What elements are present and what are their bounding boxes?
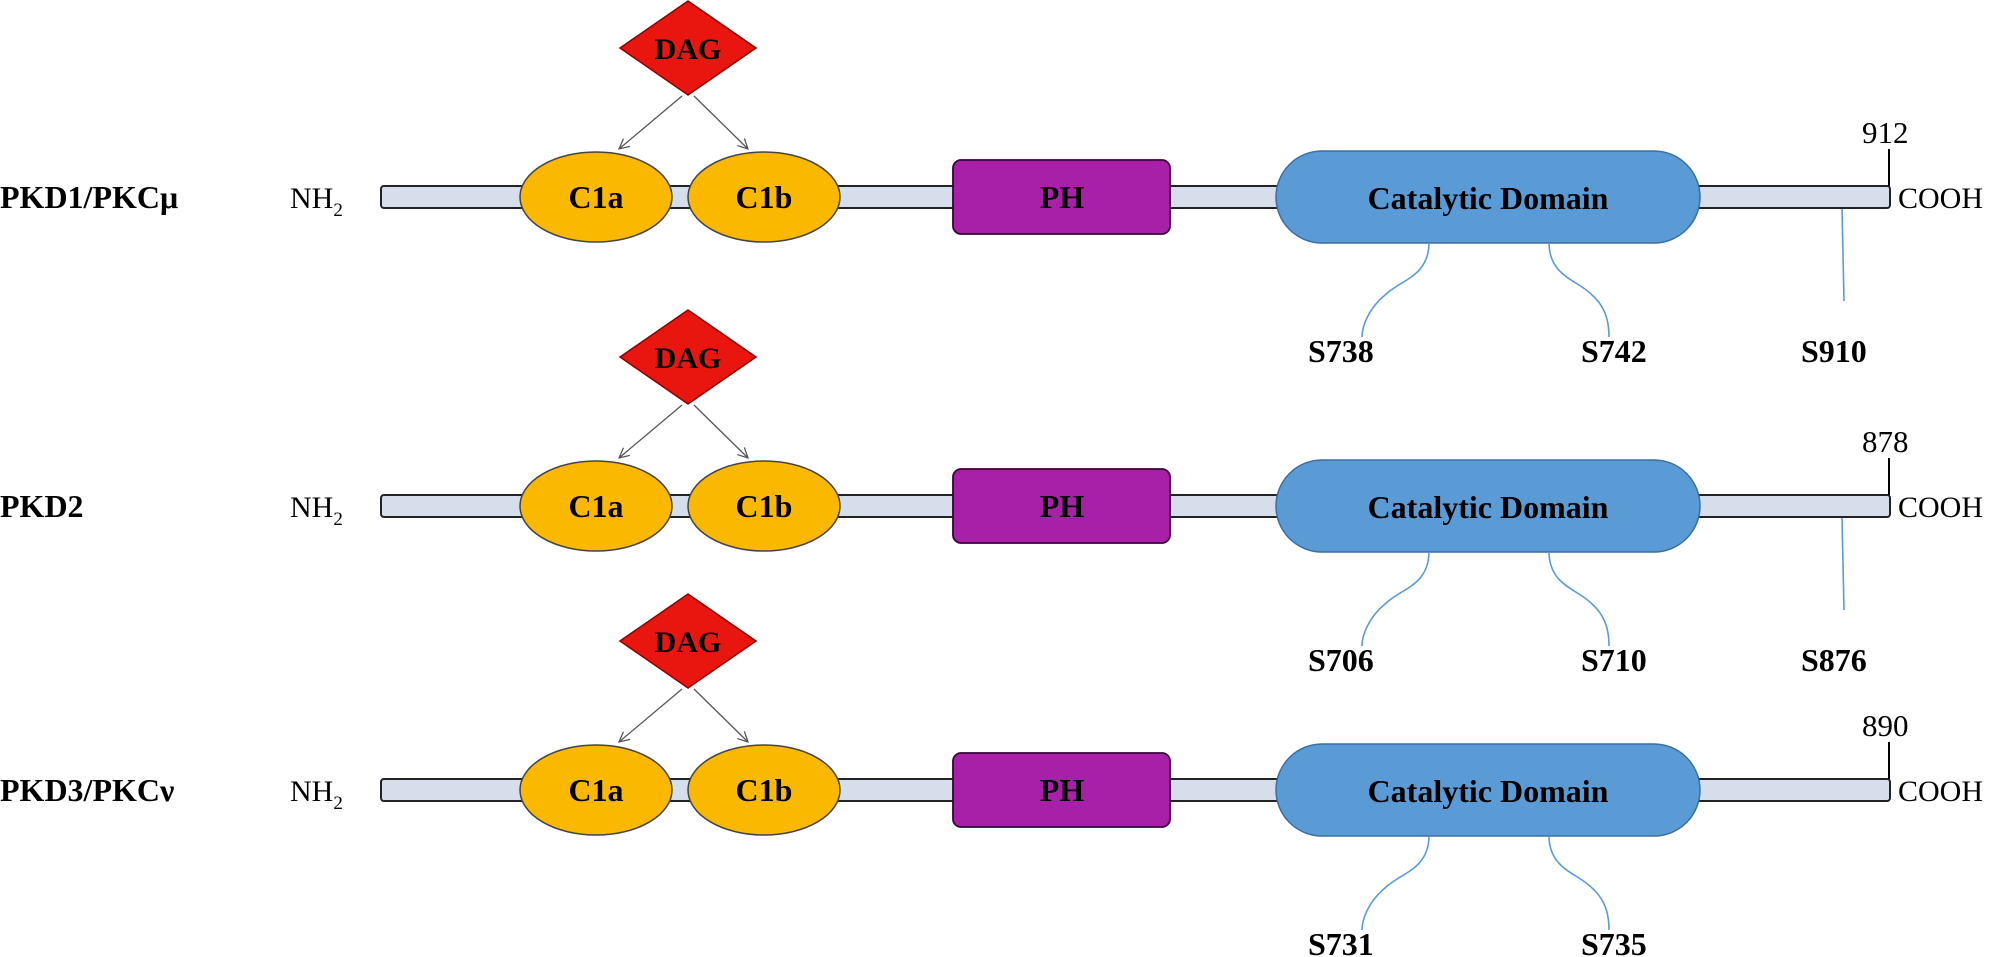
c1a-domain: [519, 744, 673, 836]
site-leader: [1841, 208, 1845, 302]
dag-arrow-c1a: [619, 404, 683, 458]
protein-length-label: 878: [1862, 424, 1909, 459]
ph-label: PH: [1040, 772, 1085, 808]
c1a-label: C1a: [568, 488, 623, 524]
c1a-label: C1a: [568, 772, 623, 808]
dag-arrow-c1b: [693, 688, 748, 742]
site-leader: [1548, 552, 1610, 647]
c1b-domain: [687, 151, 841, 243]
site-leader: [1548, 836, 1610, 931]
c1a-domain: [519, 151, 673, 243]
site-leader: [1361, 836, 1430, 931]
dag-label: DAG: [655, 342, 722, 375]
protein-length-label: 890: [1862, 708, 1909, 743]
dag-diamond: [618, 309, 758, 405]
dag-label: DAG: [655, 33, 722, 66]
c1b-label: C1b: [736, 488, 793, 524]
ph-label: PH: [1040, 179, 1085, 215]
c1a-label: C1a: [568, 179, 623, 215]
phospho-site-label: S876: [1801, 642, 1867, 678]
dag-arrow-c1b: [693, 95, 748, 149]
dag-arrow-c1a: [619, 95, 683, 149]
dag-label: DAG: [655, 626, 722, 659]
nh2-label: NH2: [290, 775, 343, 814]
c1b-label: C1b: [736, 772, 793, 808]
catalytic-domain: [1275, 459, 1701, 553]
catalytic-domain-label: Catalytic Domain: [1368, 489, 1609, 525]
dag-arrow-c1a: [619, 688, 683, 742]
site-leader: [1841, 517, 1845, 611]
c1b-domain: [687, 460, 841, 552]
dag-arrow-c1b: [693, 404, 748, 458]
phospho-site-label: S738: [1308, 333, 1374, 369]
catalytic-domain-label: Catalytic Domain: [1368, 180, 1609, 216]
ph-domain: [952, 159, 1171, 235]
protein-name: PKD2: [0, 488, 84, 524]
c1b-domain: [687, 744, 841, 836]
ph-label: PH: [1040, 488, 1085, 524]
nh2-label: NH2: [290, 491, 343, 530]
phospho-site-label: S731: [1308, 926, 1374, 957]
site-leader: [1361, 552, 1430, 647]
cooh-label: COOH: [1898, 775, 1983, 808]
phospho-site-label: S910: [1801, 333, 1867, 369]
catalytic-domain-label: Catalytic Domain: [1368, 773, 1609, 809]
protein-length-label: 912: [1862, 115, 1909, 150]
ph-domain: [952, 752, 1171, 828]
nh2-label: NH2: [290, 182, 343, 221]
phospho-site-label: S710: [1581, 642, 1647, 678]
cooh-label: COOH: [1898, 182, 1983, 215]
protein-name: PKD1/PKCμ: [0, 179, 178, 215]
phospho-site-label: S706: [1308, 642, 1374, 678]
catalytic-domain: [1275, 150, 1701, 244]
c1b-label: C1b: [736, 179, 793, 215]
c1a-domain: [519, 460, 673, 552]
ph-domain: [952, 468, 1171, 544]
phospho-site-label: S742: [1581, 333, 1647, 369]
dag-diamond: [618, 593, 758, 689]
catalytic-domain: [1275, 743, 1701, 837]
dag-diamond: [618, 0, 758, 96]
protein-name: PKD3/PKCν: [0, 772, 174, 808]
site-leader: [1548, 243, 1610, 338]
phospho-site-label: S735: [1581, 926, 1647, 957]
cooh-label: COOH: [1898, 491, 1983, 524]
site-leader: [1361, 243, 1430, 338]
